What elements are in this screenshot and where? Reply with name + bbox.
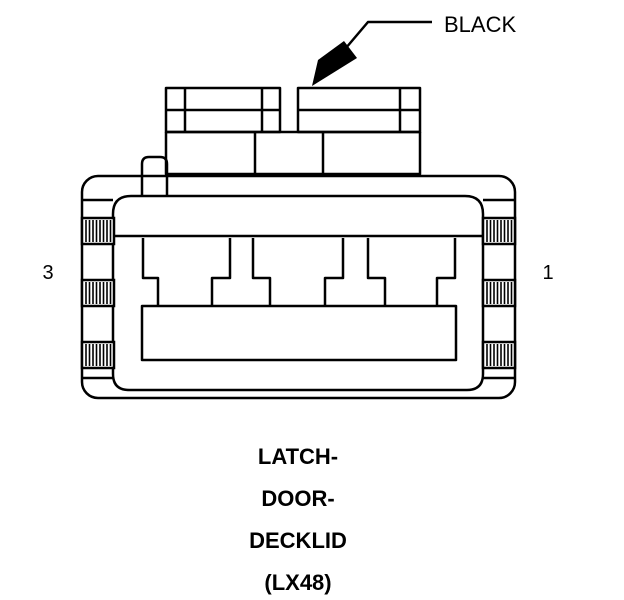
callout-arrowhead [312, 41, 357, 86]
key-tab [140, 155, 169, 196]
top-latch [164, 86, 422, 176]
wire-color-label: BLACK [444, 12, 516, 37]
callout-leader-line [339, 20, 432, 56]
terminal-bar [140, 304, 458, 362]
inner-housing [111, 194, 485, 392]
rib-tab-left-1 [80, 216, 116, 246]
connector-title-line-2: DOOR- [261, 486, 334, 511]
connector-title-line-3: DECKLID [249, 528, 347, 553]
pin-number-right: 1 [542, 262, 553, 284]
rib-tab-left-2 [80, 278, 116, 308]
terminal-cavities [113, 234, 483, 306]
rib-tab-right-2 [481, 278, 517, 308]
connector-part-code: (LX48) [264, 570, 331, 595]
rib-tab-right-3 [481, 340, 517, 370]
rib-tab-right-1 [481, 216, 517, 246]
connector-title-line-1: LATCH- [258, 444, 338, 469]
locking-ribs [80, 216, 517, 370]
pin-number-left: 3 [42, 262, 53, 284]
rib-tab-left-3 [80, 340, 116, 370]
outer-housing [80, 174, 517, 400]
